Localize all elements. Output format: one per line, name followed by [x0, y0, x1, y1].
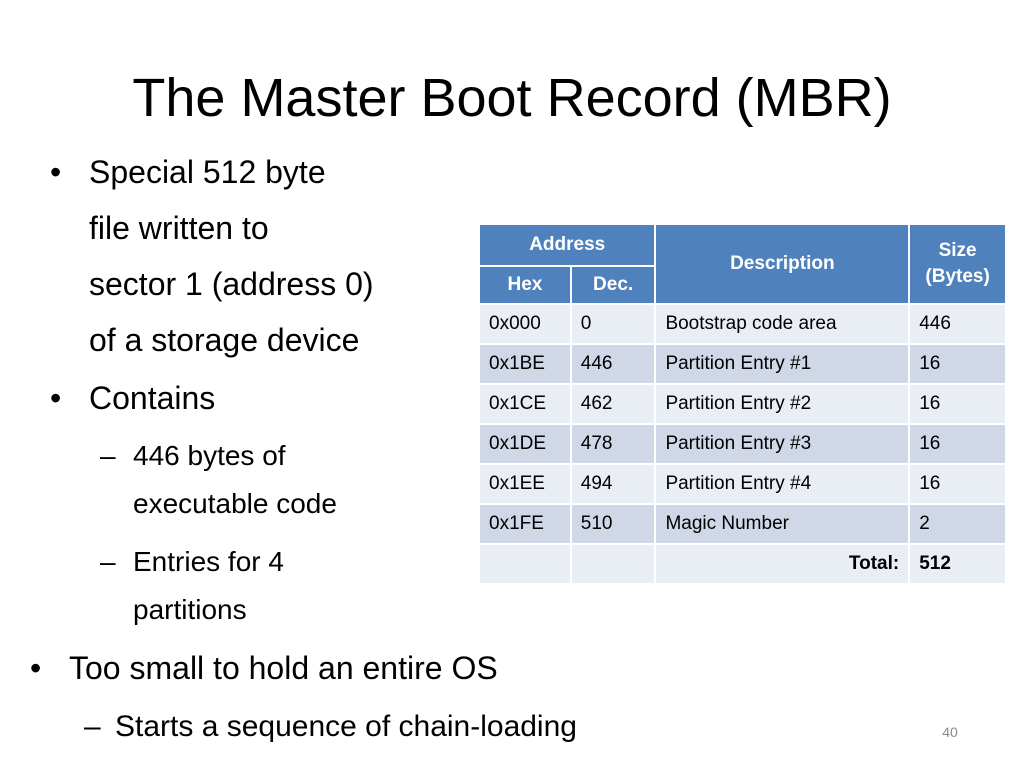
bullet-line: Special 512 byte — [89, 154, 326, 190]
cell-empty — [569, 543, 657, 585]
cell-dec: 478 — [569, 423, 657, 465]
cell-dec: 462 — [569, 383, 657, 425]
bullet-special-512-byte: • Special 512 byte file written to secto… — [50, 144, 374, 368]
table-row: 0x1FE 510 Magic Number 2 — [478, 503, 1007, 545]
sub-bullet-line: partitions — [133, 594, 247, 625]
header-address: Address — [477, 223, 657, 267]
cell-dec: 494 — [569, 463, 657, 505]
table-row: 0x1BE 446 Partition Entry #1 16 — [478, 343, 1007, 385]
cell-dec: 510 — [569, 503, 657, 545]
cell-dec: 0 — [569, 303, 657, 345]
cell-description: Partition Entry #4 — [654, 463, 911, 505]
dash-marker: – — [100, 546, 116, 577]
header-hex: Hex — [478, 265, 572, 305]
cell-size: 16 — [908, 383, 1007, 425]
header-size-line2: (Bytes) — [925, 266, 990, 287]
sub-bullet-line: executable code — [133, 488, 337, 519]
table-row: 0x1EE 494 Partition Entry #4 16 — [478, 463, 1007, 505]
table-row: 0x1DE 478 Partition Entry #3 16 — [478, 423, 1007, 465]
slide-title: The Master Boot Record (MBR) — [132, 68, 892, 128]
cell-dec: 446 — [569, 343, 657, 385]
cell-size: 16 — [908, 423, 1007, 465]
cell-hex: 0x1CE — [478, 383, 572, 425]
cell-hex: 0x1BE — [478, 343, 572, 385]
cell-description: Partition Entry #3 — [654, 423, 911, 465]
cell-empty — [478, 543, 572, 585]
table-row: 0x000 0 Bootstrap code area 446 — [478, 303, 1007, 345]
bullet-contains: • Contains — [50, 370, 215, 426]
header-dec: Dec. — [569, 265, 657, 305]
sub-bullet-line: 446 bytes of — [133, 440, 286, 471]
bullet-marker: • — [30, 650, 42, 686]
sub-bullet-partition-entries: – Entries for 4 partitions — [100, 538, 284, 634]
cell-hex: 0x1EE — [478, 463, 572, 505]
header-size: Size (Bytes) — [908, 223, 1007, 305]
header-description: Description — [654, 223, 911, 305]
bullet-text: Contains — [89, 380, 216, 416]
total-label: Total: — [654, 543, 911, 585]
bullet-line: file written to — [89, 210, 269, 246]
cell-size: 16 — [908, 343, 1007, 385]
page-number: 40 — [942, 724, 958, 740]
cell-description: Bootstrap code area — [654, 303, 911, 345]
bullet-marker: • — [50, 154, 62, 190]
cell-size: 446 — [908, 303, 1007, 345]
cell-description: Partition Entry #2 — [654, 383, 911, 425]
table-total-row: Total: 512 — [478, 543, 1007, 585]
mbr-layout-table: Address Description Size (Bytes) Hex Dec… — [477, 223, 1007, 585]
sub-bullet-line: Starts a sequence of chain-loading — [115, 710, 577, 743]
dash-marker: – — [84, 710, 101, 743]
total-value: 512 — [908, 543, 1007, 585]
cell-description: Magic Number — [654, 503, 911, 545]
bullet-line: sector 1 (address 0) — [89, 266, 374, 302]
cell-description: Partition Entry #1 — [654, 343, 911, 385]
bullet-text: Too small to hold an entire OS — [69, 650, 498, 686]
table-row: 0x1CE 462 Partition Entry #2 16 — [478, 383, 1007, 425]
cell-hex: 0x1DE — [478, 423, 572, 465]
bullet-line: of a storage device — [89, 322, 360, 358]
bullet-marker: • — [50, 380, 62, 416]
header-size-line1: Size — [938, 240, 977, 261]
sub-bullet-chain-loading: – Starts a sequence of chain-loading — [84, 703, 577, 751]
cell-size: 16 — [908, 463, 1007, 505]
sub-bullet-executable-code: – 446 bytes of executable code — [100, 432, 337, 528]
cell-hex: 0x000 — [478, 303, 572, 345]
dash-marker: – — [100, 440, 116, 471]
bullet-too-small: • Too small to hold an entire OS — [30, 640, 498, 696]
cell-size: 2 — [908, 503, 1007, 545]
sub-bullet-line: Entries for 4 — [133, 546, 284, 577]
cell-hex: 0x1FE — [478, 503, 572, 545]
